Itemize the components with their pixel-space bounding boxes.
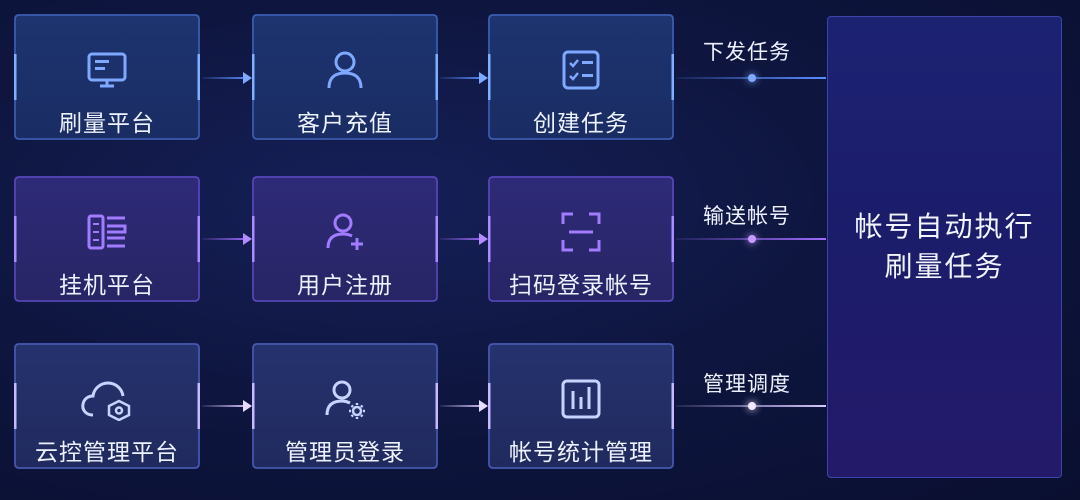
card-label: 挂机平台: [59, 273, 155, 299]
connector-arrow: [440, 233, 488, 245]
card-label: 管理员登录: [285, 440, 405, 466]
server-icon: [79, 204, 135, 260]
flow-dot: [748, 235, 756, 243]
card-label: 扫码登录帐号: [509, 273, 653, 299]
card-customer-recharge: 客户充值: [252, 14, 438, 140]
card-label: 云控管理平台: [35, 440, 179, 466]
target-block: 帐号自动执行 刷量任务: [827, 16, 1062, 478]
cloud-icon: [79, 371, 135, 427]
flow-label-deliver-account: 输送帐号: [703, 204, 791, 228]
card-account-stats: 帐号统计管理: [488, 343, 674, 469]
user-icon: [317, 42, 373, 98]
card-scan-login: 扫码登录帐号: [488, 176, 674, 302]
bar-stats-icon: [553, 371, 609, 427]
flow-dot: [748, 402, 756, 410]
card-hangup-platform: 挂机平台: [14, 176, 200, 302]
card-label: 刷量平台: [59, 111, 155, 137]
card-label: 帐号统计管理: [509, 440, 653, 466]
target-title-line1: 帐号自动执行: [854, 210, 1035, 243]
card-cloud-control: 云控管理平台: [14, 343, 200, 469]
card-label: 客户充值: [297, 111, 393, 137]
flow-label-dispatch-task: 下发任务: [703, 40, 791, 64]
connector-arrow: [202, 400, 252, 412]
target-title-line2: 刷量任务: [884, 250, 1005, 283]
user-gear-icon: [317, 371, 373, 427]
connector-arrow: [202, 233, 252, 245]
card-admin-login: 管理员登录: [252, 343, 438, 469]
flow-label-manage-dispatch: 管理调度: [703, 372, 791, 396]
card-label: 创建任务: [533, 111, 629, 137]
card-user-register: 用户注册: [252, 176, 438, 302]
card-create-task: 创建任务: [488, 14, 674, 140]
flow-dot: [748, 74, 756, 82]
connector-arrow: [440, 72, 488, 84]
connector-arrow: [440, 400, 488, 412]
card-label: 用户注册: [297, 273, 393, 299]
monitor-icon: [79, 42, 135, 98]
scan-icon: [553, 204, 609, 260]
card-brush-platform: 刷量平台: [14, 14, 200, 140]
user-add-icon: [317, 204, 373, 260]
connector-arrow: [202, 72, 252, 84]
checklist-icon: [553, 42, 609, 98]
